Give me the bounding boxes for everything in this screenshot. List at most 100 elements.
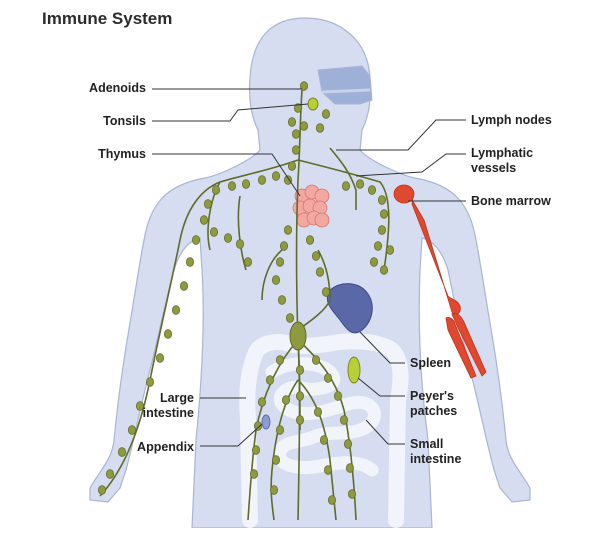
appendix-organ	[261, 414, 271, 430]
lymph-node	[293, 103, 302, 113]
lymph-node	[291, 129, 300, 139]
lymph-node	[377, 195, 386, 205]
label-peyers-patches: Peyer's patches	[410, 389, 458, 418]
lymph-node	[271, 455, 280, 465]
lymph-node	[315, 123, 324, 133]
lymph-node	[211, 185, 220, 195]
lymph-nodes	[98, 81, 394, 505]
lymph-node	[287, 117, 296, 127]
label-lymph-nodes: Lymph nodes	[471, 113, 552, 127]
lymph-node	[343, 439, 352, 449]
lymph-node	[373, 241, 382, 251]
lymph-node	[249, 469, 258, 479]
lymphatic-vessel	[317, 249, 331, 301]
lymphatic-vessel	[261, 249, 283, 301]
lymph-node	[235, 239, 244, 249]
lymph-node	[355, 179, 364, 189]
lymph-node	[251, 445, 260, 455]
leader-lines	[152, 88, 466, 447]
lymph-node	[209, 227, 218, 237]
lymph-node	[315, 267, 324, 277]
lymph-node	[171, 305, 180, 315]
lymph-node	[203, 199, 212, 209]
peyers-patches-organ	[347, 356, 361, 384]
lymph-node	[385, 245, 394, 255]
nasal-cavity	[317, 65, 373, 105]
lymph-node	[241, 179, 250, 189]
lymph-node	[347, 489, 356, 499]
lymph-node	[135, 401, 144, 411]
lymph-node	[287, 161, 296, 171]
lymph-node	[341, 181, 350, 191]
lymph-node	[106, 469, 115, 479]
lymphatic-vessel	[237, 195, 247, 271]
lymph-node	[379, 209, 388, 219]
lymph-node	[333, 391, 342, 401]
lymphatic-vessel	[297, 159, 390, 271]
tonsils-organ	[307, 97, 319, 111]
lymph-node	[243, 257, 252, 267]
lymphatic-vessel	[329, 147, 357, 210]
lymph-node	[275, 355, 284, 365]
lymph-node	[377, 225, 386, 235]
diagram-title: Immune System	[42, 9, 173, 28]
lymph-node	[179, 281, 188, 291]
lymph-node	[379, 265, 388, 275]
lymph-node	[319, 435, 328, 445]
thymus-lobe	[314, 212, 330, 228]
lymph-node	[257, 175, 266, 185]
leader-line	[200, 423, 263, 447]
lymph-node	[295, 415, 304, 425]
lymph-node	[305, 235, 314, 245]
lymph-node	[269, 485, 278, 495]
leader-line	[365, 419, 405, 445]
lymph-node	[321, 109, 330, 119]
leader-line	[357, 377, 405, 397]
lymph-node	[163, 329, 172, 339]
cisterna-chyli	[289, 321, 307, 351]
leader-line	[152, 103, 309, 122]
lymph-node	[295, 391, 304, 401]
lymph-node	[311, 355, 320, 365]
label-small-intestine: Small intestine	[410, 437, 462, 466]
lymph-node	[227, 181, 236, 191]
large-intestine	[239, 333, 409, 528]
lymph-node	[223, 233, 232, 243]
lymph-node	[299, 121, 308, 131]
lymph-node	[275, 257, 284, 267]
lymph-node	[275, 425, 284, 435]
lymph-node	[265, 375, 274, 385]
label-bone-marrow: Bone marrow	[471, 194, 551, 208]
oral-cavity-line	[321, 88, 371, 94]
label-adenoids: Adenoids	[89, 81, 146, 95]
lymph-node	[299, 81, 308, 91]
bone-marrow-arm	[393, 184, 487, 379]
lymph-node	[345, 463, 354, 473]
lymph-node	[199, 215, 208, 225]
lymph-node	[155, 353, 164, 363]
lymph-node	[327, 495, 336, 505]
lymph-node	[321, 287, 330, 297]
label-appendix: Appendix	[137, 440, 194, 454]
leader-line	[355, 153, 466, 177]
lymph-node	[285, 313, 294, 323]
lymph-node	[295, 365, 304, 375]
lymph-node	[311, 251, 320, 261]
lymph-node	[281, 395, 290, 405]
label-lymphatic-vessels: Lymphatic vessels	[471, 146, 534, 175]
small-intestine	[265, 357, 381, 477]
lymph-node	[185, 257, 194, 267]
label-spleen: Spleen	[410, 356, 451, 370]
lymph-node	[127, 425, 136, 435]
leader-line	[152, 153, 301, 197]
lymphatic-vessel	[99, 159, 299, 497]
lymph-node	[271, 275, 280, 285]
lymph-node	[118, 447, 127, 457]
spleen-organ	[326, 283, 373, 334]
lymph-node	[283, 225, 292, 235]
lymph-node	[253, 421, 262, 431]
lymph-node	[191, 235, 200, 245]
label-large-intestine: Large intestine	[142, 391, 194, 420]
